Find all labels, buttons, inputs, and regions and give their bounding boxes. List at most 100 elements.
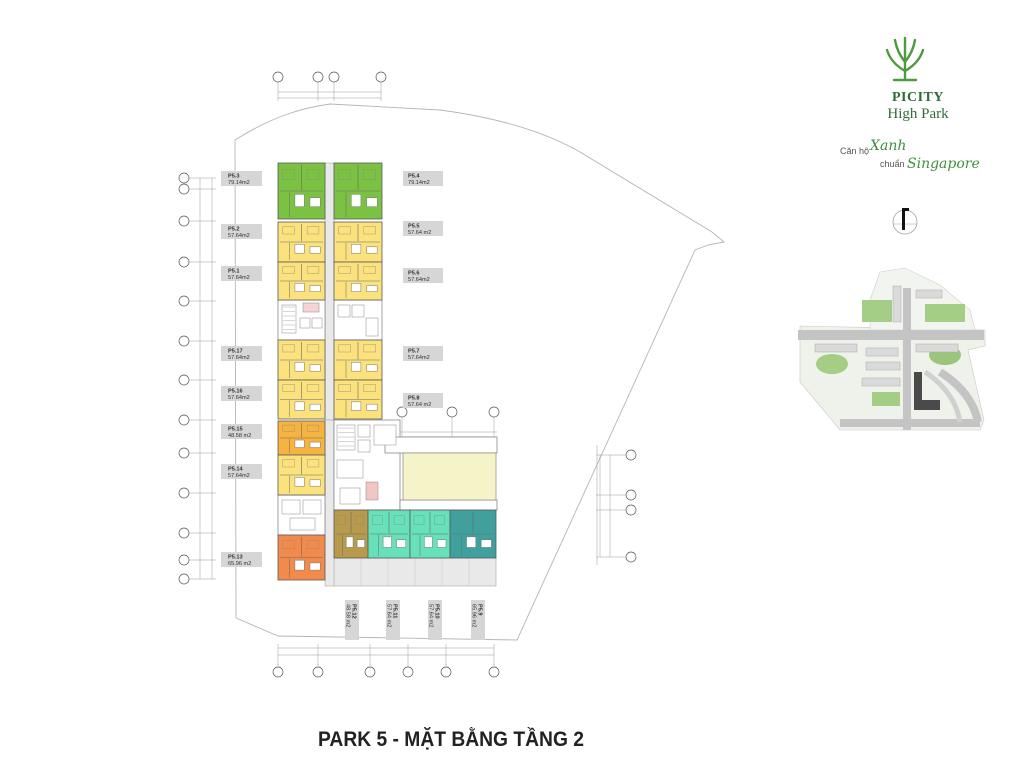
key-plan-map	[798, 267, 986, 431]
core-details	[281, 302, 470, 586]
lobby-strip	[384, 436, 498, 454]
bathroom	[294, 362, 305, 372]
north-arrow-icon	[892, 208, 918, 235]
bathroom	[294, 194, 305, 207]
key-road-curve	[937, 368, 982, 423]
site-boundary	[234, 103, 726, 641]
key-building	[915, 343, 959, 353]
branch	[903, 38, 917, 64]
bed	[413, 515, 425, 525]
unit-labels-right: P5.479.14m2 P5.557.64 m2 P5.657.64m2 P5.…	[403, 171, 443, 408]
key-building	[861, 377, 901, 387]
grid-bubble	[272, 666, 284, 678]
unit-area: 65.96 m2	[471, 604, 477, 627]
tagline-prefix: Căn hộ	[840, 146, 869, 156]
label-box	[428, 600, 442, 640]
key-road	[798, 330, 984, 340]
grid-bubble	[178, 527, 190, 539]
bathroom	[351, 244, 362, 254]
unit-area: 57.64m2	[228, 275, 250, 281]
label-box	[221, 266, 262, 281]
key-park	[816, 354, 848, 374]
key-park	[925, 304, 965, 322]
grid-bubble	[178, 447, 190, 459]
unit-area: 57.64m2	[228, 473, 250, 479]
kitchen-counter	[309, 403, 321, 411]
grid-bubble	[312, 666, 324, 678]
lobby-strip-lower	[399, 499, 498, 511]
grid-bubble	[178, 554, 190, 566]
key-building	[892, 285, 902, 323]
grid-bubble	[625, 551, 637, 563]
bathroom	[351, 401, 362, 411]
bed	[454, 515, 467, 525]
unit-area: 65.96 m2	[228, 561, 251, 567]
branch	[885, 48, 907, 73]
unit-area: 57.64m2	[228, 233, 250, 239]
unit-code: P5.14	[228, 467, 244, 473]
kitchen-counter	[309, 246, 321, 254]
grid-bubble	[178, 256, 190, 268]
kitchen-counter	[396, 539, 407, 548]
label-box	[221, 464, 262, 479]
core-room	[365, 481, 379, 501]
bathroom	[294, 283, 305, 292]
community-room[interactable]	[402, 452, 497, 501]
unit-code: P5.6	[408, 271, 420, 277]
grid-bubble	[178, 215, 190, 227]
unit-code: P5.3	[228, 174, 240, 180]
core-room	[351, 304, 365, 318]
unit-code: P5.16	[228, 389, 243, 395]
grid-bubble	[396, 406, 408, 418]
page-title: PARK 5 - MẶT BẰNG TẦNG 2	[318, 727, 584, 751]
kitchen-counter	[366, 285, 378, 292]
label-box	[221, 346, 262, 361]
unit-code: P5.10	[434, 604, 440, 619]
unit-label-p5-6: P5.657.64m2	[403, 268, 443, 283]
bathroom	[345, 536, 354, 548]
core-room	[337, 304, 351, 318]
kitchen-counter	[356, 539, 365, 548]
bed	[306, 169, 320, 181]
label-box	[221, 424, 262, 439]
bed	[282, 226, 295, 235]
unit-label-p5-7: P5.757.64m2	[403, 346, 443, 361]
kitchen-counter	[366, 364, 378, 372]
unit-label-p5-8: P5.857.64 m2	[403, 393, 443, 408]
tagline-accent-2: Singapore	[907, 156, 980, 172]
label-box	[221, 552, 262, 567]
project-name: High Park	[887, 106, 949, 122]
key-road	[840, 419, 980, 427]
grid-bubble	[272, 71, 284, 83]
bed	[363, 384, 376, 392]
grid-bubble	[178, 295, 190, 307]
core-room	[357, 424, 371, 438]
bed	[338, 226, 351, 235]
bathroom	[294, 244, 305, 254]
grid-bubble	[178, 183, 190, 195]
unit-area: 57.64 m2	[408, 402, 431, 408]
unit-code: P5.1	[228, 269, 240, 275]
grid-bubble	[375, 71, 387, 83]
core-room	[302, 302, 320, 313]
key-building	[814, 343, 858, 353]
unit-area: 57.64 m2	[386, 604, 392, 627]
grid-bubble	[178, 374, 190, 386]
key-park	[862, 300, 892, 322]
brand-name: PICITY	[892, 90, 944, 105]
unit-area: 79.14m2	[228, 180, 250, 186]
label-box	[386, 600, 400, 640]
bed	[337, 515, 347, 525]
grid-bubble	[178, 573, 190, 585]
unit-code: P5.9	[477, 604, 483, 616]
bed	[306, 266, 320, 274]
unit-code: P5.12	[351, 604, 357, 619]
kitchen-counter	[436, 539, 447, 548]
tree-leaf-icon	[885, 36, 925, 82]
bed	[363, 344, 376, 353]
unit-code: P5.17	[228, 349, 243, 355]
